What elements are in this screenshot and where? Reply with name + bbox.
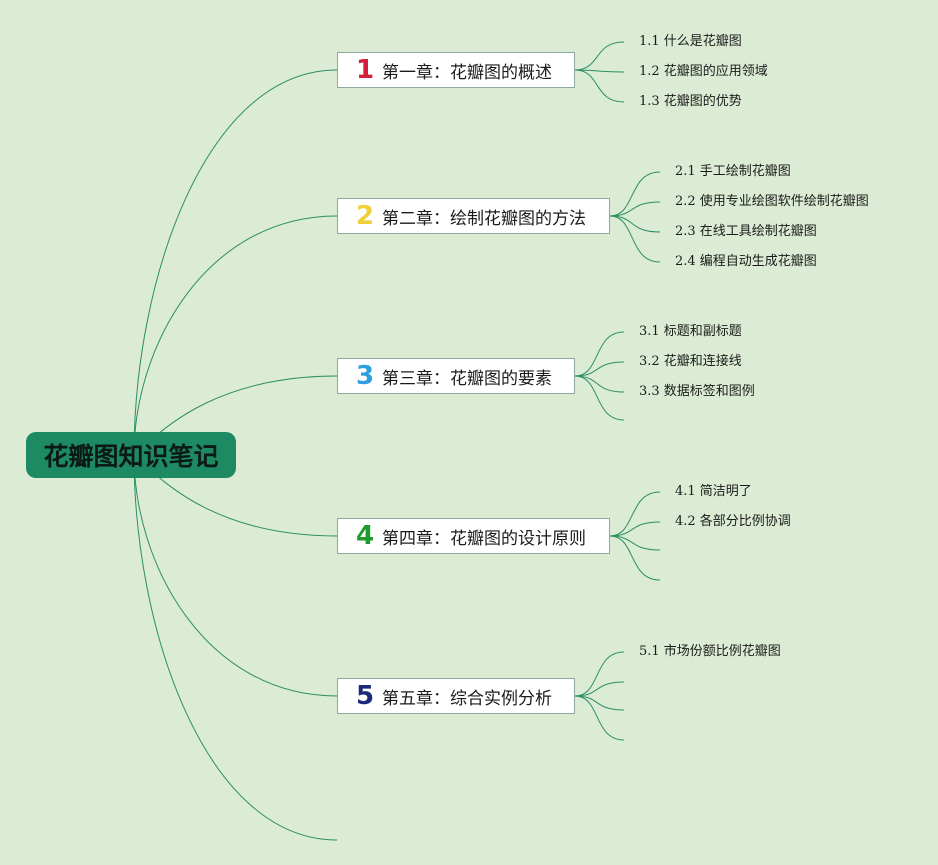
branch-link-3-2 [574,361,625,377]
chapter-title: 第五章：综合实例分析 [382,688,552,709]
branch-link-4-2 [609,521,661,537]
branch-link-3-3 [574,375,625,393]
branch-link-1-3 [574,69,625,103]
root-node[interactable]: 花瓣图知识笔记 [26,432,236,478]
topic-item[interactable]: 3.2 花瓣和连接线 [639,354,742,369]
chapter-title: 第三章：花瓣图的要素 [382,368,552,389]
root-link-1 [133,69,338,456]
topic-item[interactable]: 2.4 编程自动生成花瓣图 [675,254,817,269]
branch-link-2-1 [609,171,661,217]
chapter-node-2[interactable]: 2 第二章：绘制花瓣图的方法 [337,198,610,234]
root-link-5 [133,454,338,697]
branch-link-5-1 [574,651,625,697]
root-link-6 [133,454,338,841]
chapter-node-3[interactable]: 3 第三章：花瓣图的要素 [337,358,575,394]
topic-item[interactable]: 1.2 花瓣图的应用领域 [639,64,768,79]
root-link-2 [133,215,338,456]
branch-link-5-4 [574,695,625,741]
chapter-node-5[interactable]: 5 第五章：综合实例分析 [337,678,575,714]
chapter-title: 第二章：绘制花瓣图的方法 [382,208,586,229]
topic-item[interactable]: 2.2 使用专业绘图软件绘制花瓣图 [675,194,869,209]
topic-item[interactable]: 4.1 简洁明了 [675,484,752,499]
chapter-title: 第一章：花瓣图的概述 [382,62,552,83]
branch-link-5-3 [574,695,625,711]
chapter-node-1[interactable]: 1 第一章：花瓣图的概述 [337,52,575,88]
branch-link-1-1 [574,41,625,71]
chapter-title: 第四章：花瓣图的设计原则 [382,528,586,549]
branch-link-4-1 [609,491,661,537]
topic-item[interactable]: 5.1 市场份额比例花瓣图 [639,644,781,659]
branch-link-2-4 [609,215,661,263]
chapter-number: 4 [355,521,375,551]
branch-link-3-4 [574,375,625,421]
chapter-number: 2 [355,201,375,231]
branch-link-4-4 [609,535,661,581]
branch-link-1-2 [574,69,625,73]
branch-link-2-2 [609,201,661,217]
root-label: 花瓣图知识笔记 [43,442,219,471]
topic-item[interactable]: 1.1 什么是花瓣图 [639,34,742,49]
branch-link-5-2 [574,681,625,697]
topic-item[interactable]: 3.1 标题和副标题 [639,324,742,339]
topic-item[interactable]: 2.1 手工绘制花瓣图 [675,164,791,179]
topic-item[interactable]: 3.3 数据标签和图例 [639,384,755,399]
branch-link-2-3 [609,215,661,233]
branch-link-4-3 [609,535,661,551]
chapter-number: 3 [355,361,375,391]
topic-item[interactable]: 4.2 各部分比例协调 [675,514,791,529]
topic-item[interactable]: 1.3 花瓣图的优势 [639,94,742,109]
chapter-node-4[interactable]: 4 第四章：花瓣图的设计原则 [337,518,610,554]
chapter-number: 5 [355,681,375,711]
branch-link-3-1 [574,331,625,377]
chapter-number: 1 [355,55,375,85]
topic-item[interactable]: 2.3 在线工具绘制花瓣图 [675,224,817,239]
